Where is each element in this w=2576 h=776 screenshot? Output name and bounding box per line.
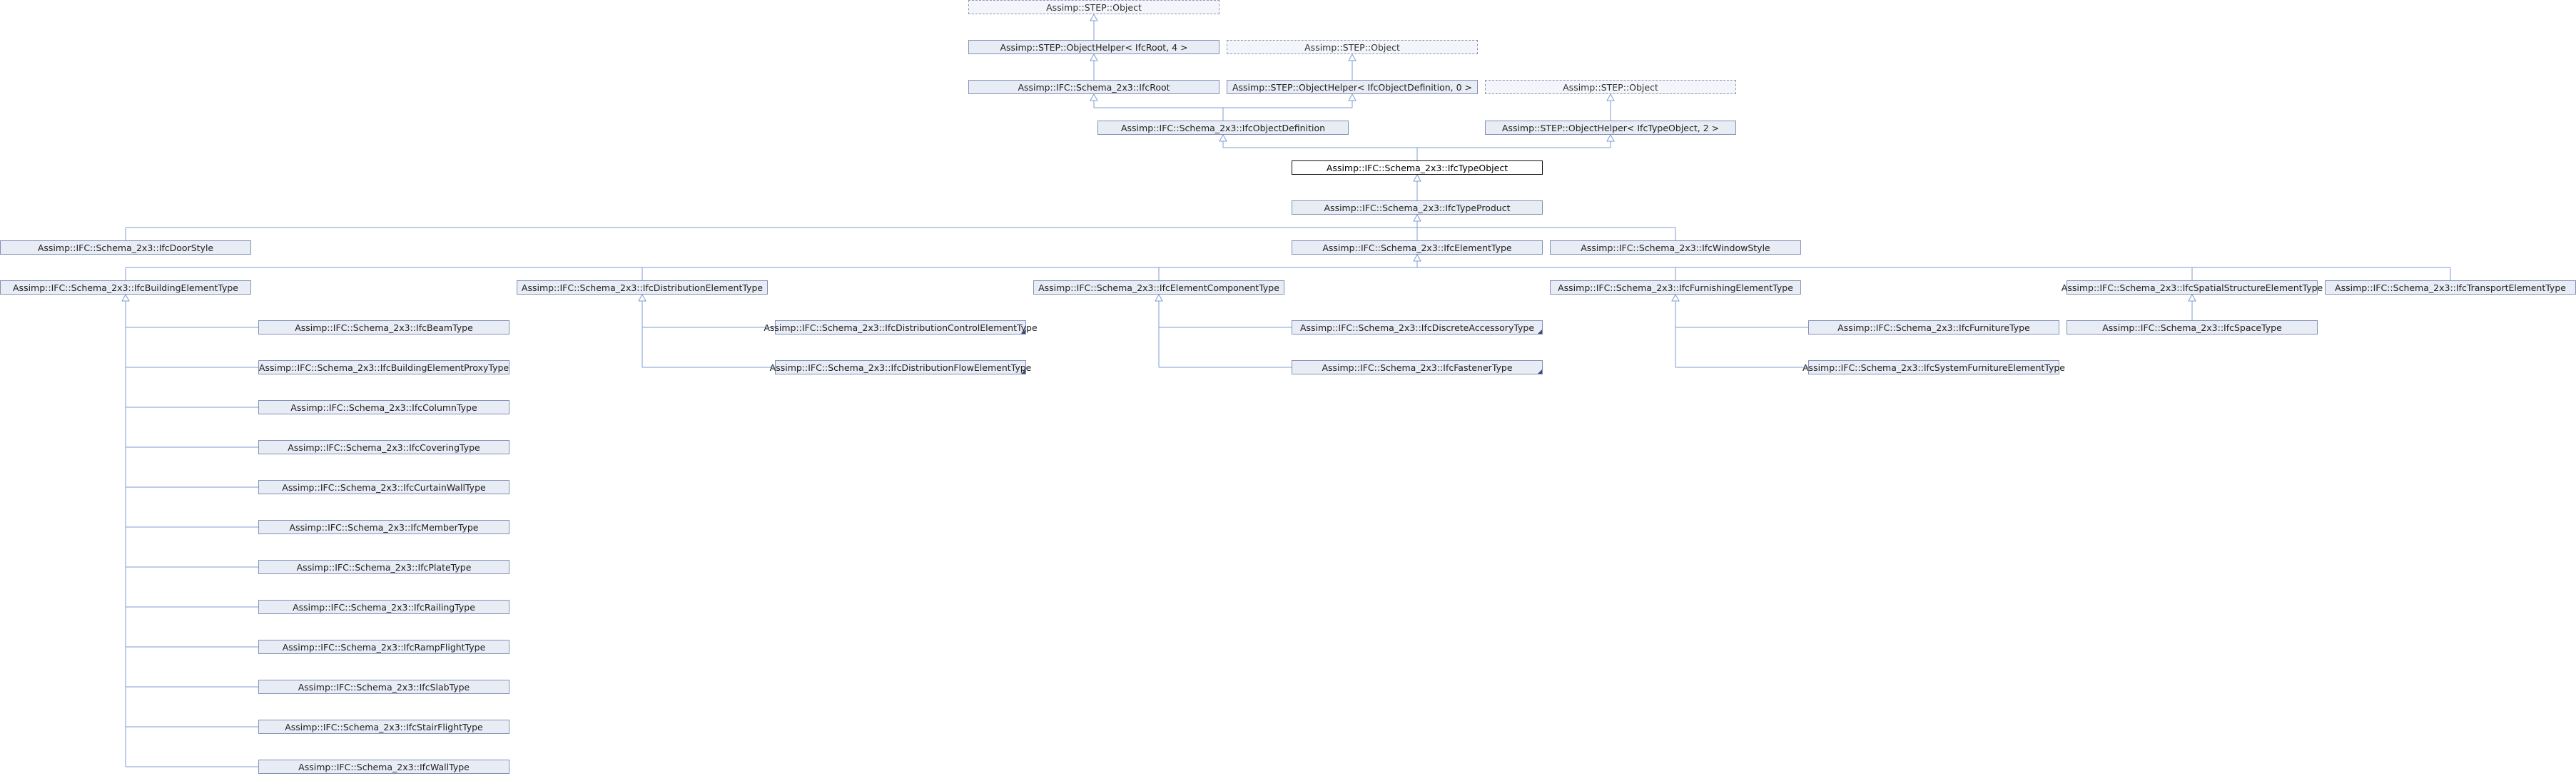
- inherit-arrow-objhelper_typeobj: [1606, 133, 1615, 142]
- class-node-ifcelementcomponenttype[interactable]: Assimp::IFC::Schema_2x3::IfcElementCompo…: [1033, 280, 1284, 295]
- class-node-ifcfurnituretype[interactable]: Assimp::IFC::Schema_2x3::IfcFurnitureTyp…: [1808, 320, 2059, 335]
- class-node-step-object-2[interactable]: Assimp::STEP::Object: [1227, 40, 1478, 54]
- inherit-arrow-ifcfurnishingelementtype: [1671, 293, 1680, 302]
- class-node-ifcdoorstyle[interactable]: Assimp::IFC::Schema_2x3::IfcDoorStyle: [0, 240, 251, 255]
- class-node-ifcfurnishingelementtype[interactable]: Assimp::IFC::Schema_2x3::IfcFurnishingEl…: [1550, 280, 1801, 295]
- class-node-objhelper-root[interactable]: Assimp::STEP::ObjectHelper< IfcRoot, 4 >: [968, 40, 1219, 54]
- class-node-ifcelementtype[interactable]: Assimp::IFC::Schema_2x3::IfcElementType: [1292, 240, 1543, 255]
- class-node-ifcbuildingelementproxytype[interactable]: Assimp::IFC::Schema_2x3::IfcBuildingElem…: [258, 360, 509, 374]
- inherit-arrow-ifcroot: [1090, 93, 1098, 101]
- inherit-arrow-ifcdistributionelementtype: [638, 293, 646, 302]
- class-node-ifcsystemfurnitureelementtype[interactable]: Assimp::IFC::Schema_2x3::IfcSystemFurnit…: [1802, 360, 2065, 374]
- inherit-arrow-ifcobjectdefinition: [1219, 133, 1227, 142]
- class-node-ifcdistributioncontrolelementtype[interactable]: Assimp::IFC::Schema_2x3::IfcDistribution…: [764, 320, 1038, 335]
- class-node-ifcmembertype[interactable]: Assimp::IFC::Schema_2x3::IfcMemberType: [258, 520, 509, 534]
- class-node-ifcdistributionelementtype[interactable]: Assimp::IFC::Schema_2x3::IfcDistribution…: [517, 280, 768, 295]
- class-node-ifcwalltype[interactable]: Assimp::IFC::Schema_2x3::IfcWallType: [258, 760, 509, 774]
- class-node-ifcstairflighttype[interactable]: Assimp::IFC::Schema_2x3::IfcStairFlightT…: [258, 720, 509, 734]
- class-node-ifccurtainwalltype[interactable]: Assimp::IFC::Schema_2x3::IfcCurtainWallT…: [258, 480, 509, 494]
- class-node-ifcwindowstyle[interactable]: Assimp::IFC::Schema_2x3::IfcWindowStyle: [1550, 240, 1801, 255]
- inherit-arrow-ifctypeproduct: [1413, 213, 1421, 222]
- class-node-ifcobjectdefinition[interactable]: Assimp::IFC::Schema_2x3::IfcObjectDefini…: [1097, 121, 1349, 135]
- class-node-ifctransportelementtype[interactable]: Assimp::IFC::Schema_2x3::IfcTransportEle…: [2325, 280, 2576, 295]
- inherit-arrow-ifcelementcomponenttype: [1155, 293, 1163, 302]
- class-node-objhelper-objdef[interactable]: Assimp::STEP::ObjectHelper< IfcObjectDef…: [1227, 80, 1478, 94]
- class-node-ifcrampflighttype[interactable]: Assimp::IFC::Schema_2x3::IfcRampFlightTy…: [258, 640, 509, 654]
- inherit-arrow-step_object_2: [1348, 53, 1357, 61]
- class-node-ifcdiscreteaccessorytype[interactable]: Assimp::IFC::Schema_2x3::IfcDiscreteAcce…: [1292, 320, 1543, 335]
- class-node-ifcspatialstructureelementtype[interactable]: Assimp::IFC::Schema_2x3::IfcSpatialStruc…: [2062, 280, 2323, 295]
- inherit-arrow-ifcbuildingelementtype: [121, 293, 130, 302]
- class-node-ifcrailingtype[interactable]: Assimp::IFC::Schema_2x3::IfcRailingType: [258, 600, 509, 614]
- class-node-ifcdistributionflowelementtype[interactable]: Assimp::IFC::Schema_2x3::IfcDistribution…: [770, 360, 1031, 374]
- inherit-arrow-ifctypeobject: [1413, 173, 1421, 182]
- class-node-ifcfastenertype[interactable]: Assimp::IFC::Schema_2x3::IfcFastenerType: [1292, 360, 1543, 374]
- inherit-arrow-ifcelementtype: [1413, 253, 1421, 262]
- inherit-arrow-step_object_3: [1606, 93, 1615, 101]
- class-node-ifcspacetype[interactable]: Assimp::IFC::Schema_2x3::IfcSpaceType: [2067, 320, 2318, 335]
- class-node-ifcroot[interactable]: Assimp::IFC::Schema_2x3::IfcRoot: [968, 80, 1219, 94]
- class-node-ifcbeamtype[interactable]: Assimp::IFC::Schema_2x3::IfcBeamType: [258, 320, 509, 335]
- class-node-step-object-1[interactable]: Assimp::STEP::Object: [968, 0, 1219, 14]
- class-node-ifcslabtype[interactable]: Assimp::IFC::Schema_2x3::IfcSlabType: [258, 680, 509, 694]
- class-node-ifccolumntype[interactable]: Assimp::IFC::Schema_2x3::IfcColumnType: [258, 400, 509, 414]
- class-node-ifctypeobject: Assimp::IFC::Schema_2x3::IfcTypeObject: [1292, 160, 1543, 175]
- class-node-ifcbuildingelementtype[interactable]: Assimp::IFC::Schema_2x3::IfcBuildingElem…: [0, 280, 251, 295]
- inherit-arrow-objhelper_objdef: [1348, 93, 1357, 101]
- inherit-arrow-objhelper_root: [1090, 53, 1098, 61]
- class-node-step-object-3[interactable]: Assimp::STEP::Object: [1485, 80, 1736, 94]
- inherit-arrow-ifcspatialstructureelementtype: [2188, 293, 2196, 302]
- class-node-ifccoveringtype[interactable]: Assimp::IFC::Schema_2x3::IfcCoveringType: [258, 440, 509, 454]
- class-node-ifctypeproduct[interactable]: Assimp::IFC::Schema_2x3::IfcTypeProduct: [1292, 200, 1543, 215]
- inherit-arrow-step_object_1: [1090, 13, 1098, 21]
- class-node-ifcplatetype[interactable]: Assimp::IFC::Schema_2x3::IfcPlateType: [258, 560, 509, 574]
- class-node-objhelper-typeobj[interactable]: Assimp::STEP::ObjectHelper< IfcTypeObjec…: [1485, 121, 1736, 135]
